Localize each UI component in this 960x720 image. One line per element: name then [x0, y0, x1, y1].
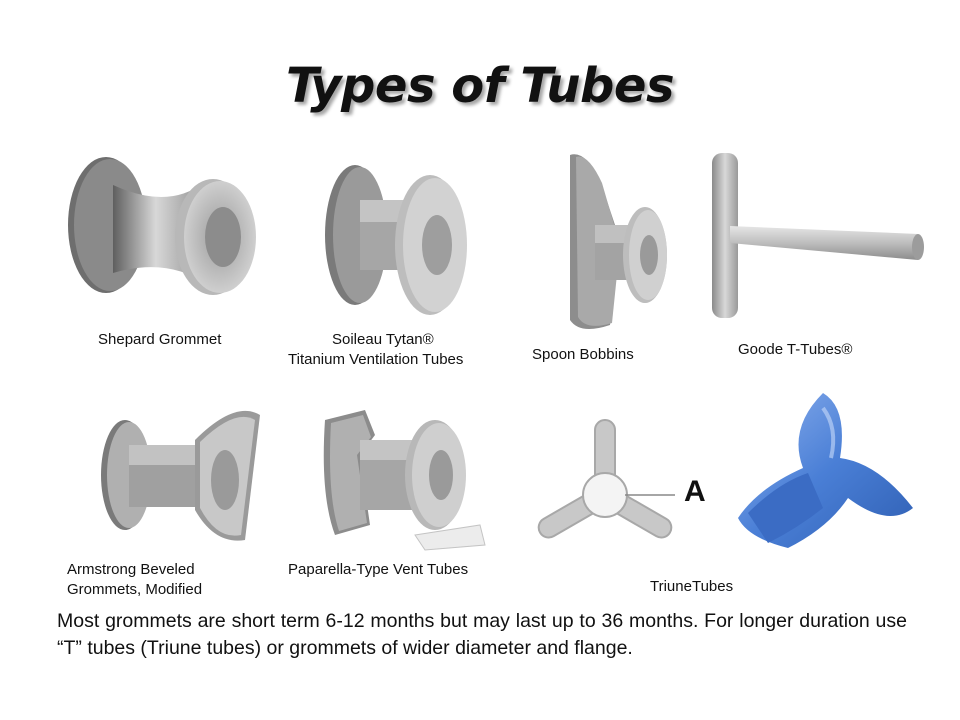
goode-t-tube-label: Goode T-Tubes® [738, 341, 853, 358]
spoon-bobbin-image [540, 145, 675, 335]
body-paragraph: Most grommets are short term 6-12 months… [57, 610, 907, 659]
paparella-tube-label: Paparella-Type Vent Tubes [288, 561, 469, 578]
annotation-marker: A [684, 475, 706, 508]
spoon-bobbin-label: Spoon Bobbins [532, 346, 634, 363]
soileau-tytan-image [315, 150, 485, 325]
shepard-grommet-image [58, 145, 258, 320]
paparella-tube-image [315, 405, 490, 555]
soileau-tytan-label-line2: Titanium Ventilation Tubes [288, 351, 464, 368]
triune-tube-label: TriuneTubes [650, 578, 734, 595]
triune-3d-image [728, 388, 918, 558]
armstrong-grommet-label-line2: Grommets, Modified [67, 581, 203, 598]
soileau-tytan-label-line1: Soileau Tytan® [332, 331, 434, 348]
armstrong-grommet-image [95, 400, 265, 550]
slide-title: Types of Tubes [285, 58, 675, 114]
goode-t-tube-image [700, 148, 930, 328]
shepard-grommet-label: Shepard Grommet [98, 331, 222, 348]
triune-front-view-image [535, 415, 680, 560]
armstrong-grommet-label-line1: Armstrong Beveled [67, 561, 195, 578]
